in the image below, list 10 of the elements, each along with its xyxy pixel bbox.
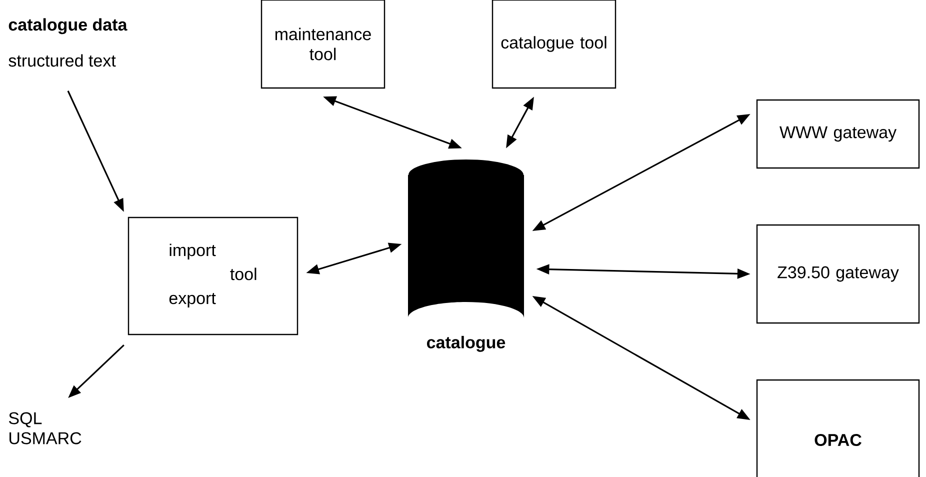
text-list: catalogue data structured text	[8, 18, 128, 67]
tool-box: maintenance tool	[260, 0, 386, 89]
node-label: catalogue	[426, 336, 506, 352]
tool-box: catalogue tool	[492, 0, 616, 89]
tool-box: import tool export	[128, 216, 298, 336]
database-cylinder: catalogue	[408, 158, 524, 352]
gateway-box: WWW gateway	[756, 99, 920, 169]
gateway-box: OPAC	[756, 379, 920, 477]
text-list: SQL USMARC	[8, 412, 82, 444]
gateway-box: Z39.50 gateway	[756, 224, 920, 324]
